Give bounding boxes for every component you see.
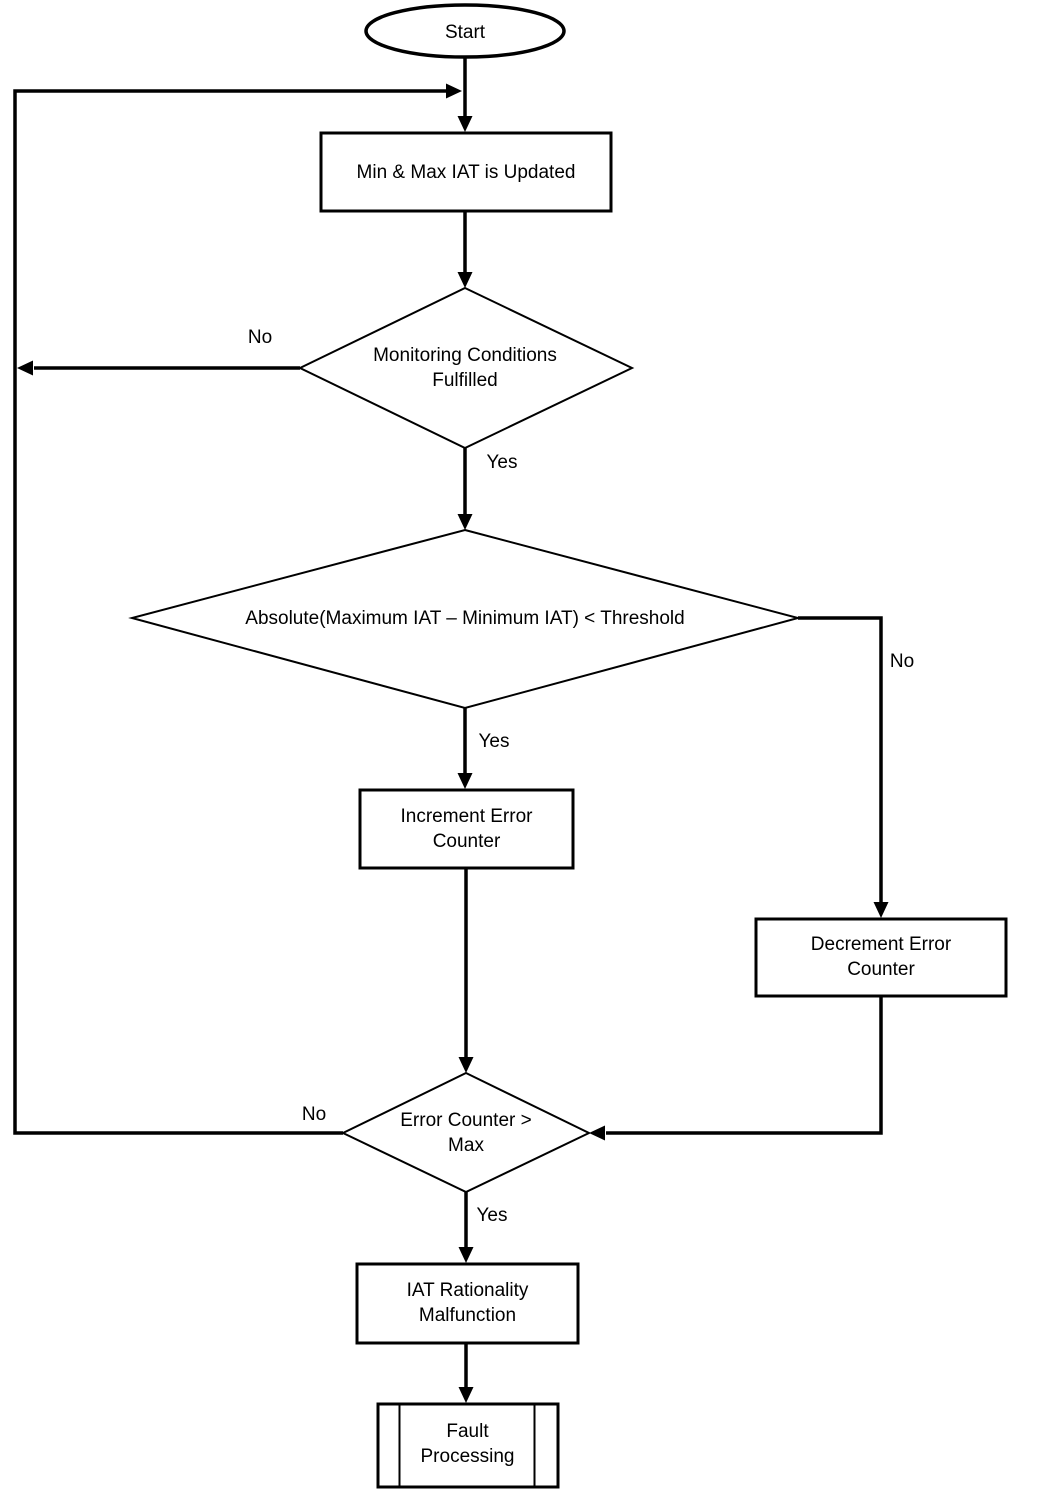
error-counter-no-label: No (301, 1104, 327, 1125)
arrowhead-malfunction-to-fault (458, 1387, 474, 1403)
update-iat-process-shape (319, 131, 613, 213)
iat-threshold-label: Absolute(Maximum IAT – Minimum IAT) < Th… (245, 608, 685, 629)
iat-rationality-malfunction-label: IAT Rationality Malfunction (406, 1280, 529, 1326)
iat-rationality-malfunction-process-shape (355, 1262, 580, 1345)
start-label: Start (444, 22, 486, 43)
arrowhead-increment-to-errorcheck (458, 1057, 474, 1073)
fault-processing-label: Fault Processing (420, 1421, 515, 1467)
monitoring-conditions-decision-shape (297, 286, 635, 450)
error-counter-decision-shape (340, 1071, 592, 1194)
monitoring-conditions-label: Monitoring Conditions Fulfilled (373, 345, 557, 391)
arrowhead-monitoring-no (17, 360, 33, 376)
update-iat-label: Min & Max IAT is Updated (356, 162, 576, 183)
iat-threshold-decision-shape (128, 528, 802, 710)
arrowhead-threshold-yes (457, 773, 473, 789)
arrowhead-threshold-no (873, 902, 889, 918)
edge-threshold-no-line (798, 616, 883, 903)
arrowhead-monitoring-yes (457, 514, 473, 530)
decrement-error-counter-label: Decrement Error Counter (810, 934, 952, 980)
arrowhead-decrement-to-errorcheck (589, 1125, 605, 1141)
edge-decrement-to-errorcheck-line (606, 996, 883, 1135)
arrowhead-start-to-update (457, 116, 473, 132)
increment-error-counter-label: Increment Error Counter (400, 806, 533, 852)
monitoring-no-label: No (247, 327, 273, 348)
edge-error-counter-no-loop-line (13, 89, 446, 1135)
arrowhead-update-to-monitoring (457, 272, 473, 288)
threshold-no-label: No (889, 651, 915, 672)
start-terminator-shape (364, 3, 566, 59)
fault-processing-predefined-shape (376, 1402, 560, 1489)
increment-error-counter-process-shape (358, 788, 575, 870)
error-counter-check-label: Error Counter > Max (400, 1110, 532, 1156)
threshold-yes-label: Yes (478, 731, 510, 752)
decrement-error-counter-process-shape (754, 917, 1008, 998)
arrowhead-error-counter-yes (458, 1247, 474, 1263)
error-counter-yes-label: Yes (476, 1205, 508, 1226)
monitoring-yes-label: Yes (486, 452, 518, 473)
arrowhead-loop-into-main-line (446, 83, 462, 99)
